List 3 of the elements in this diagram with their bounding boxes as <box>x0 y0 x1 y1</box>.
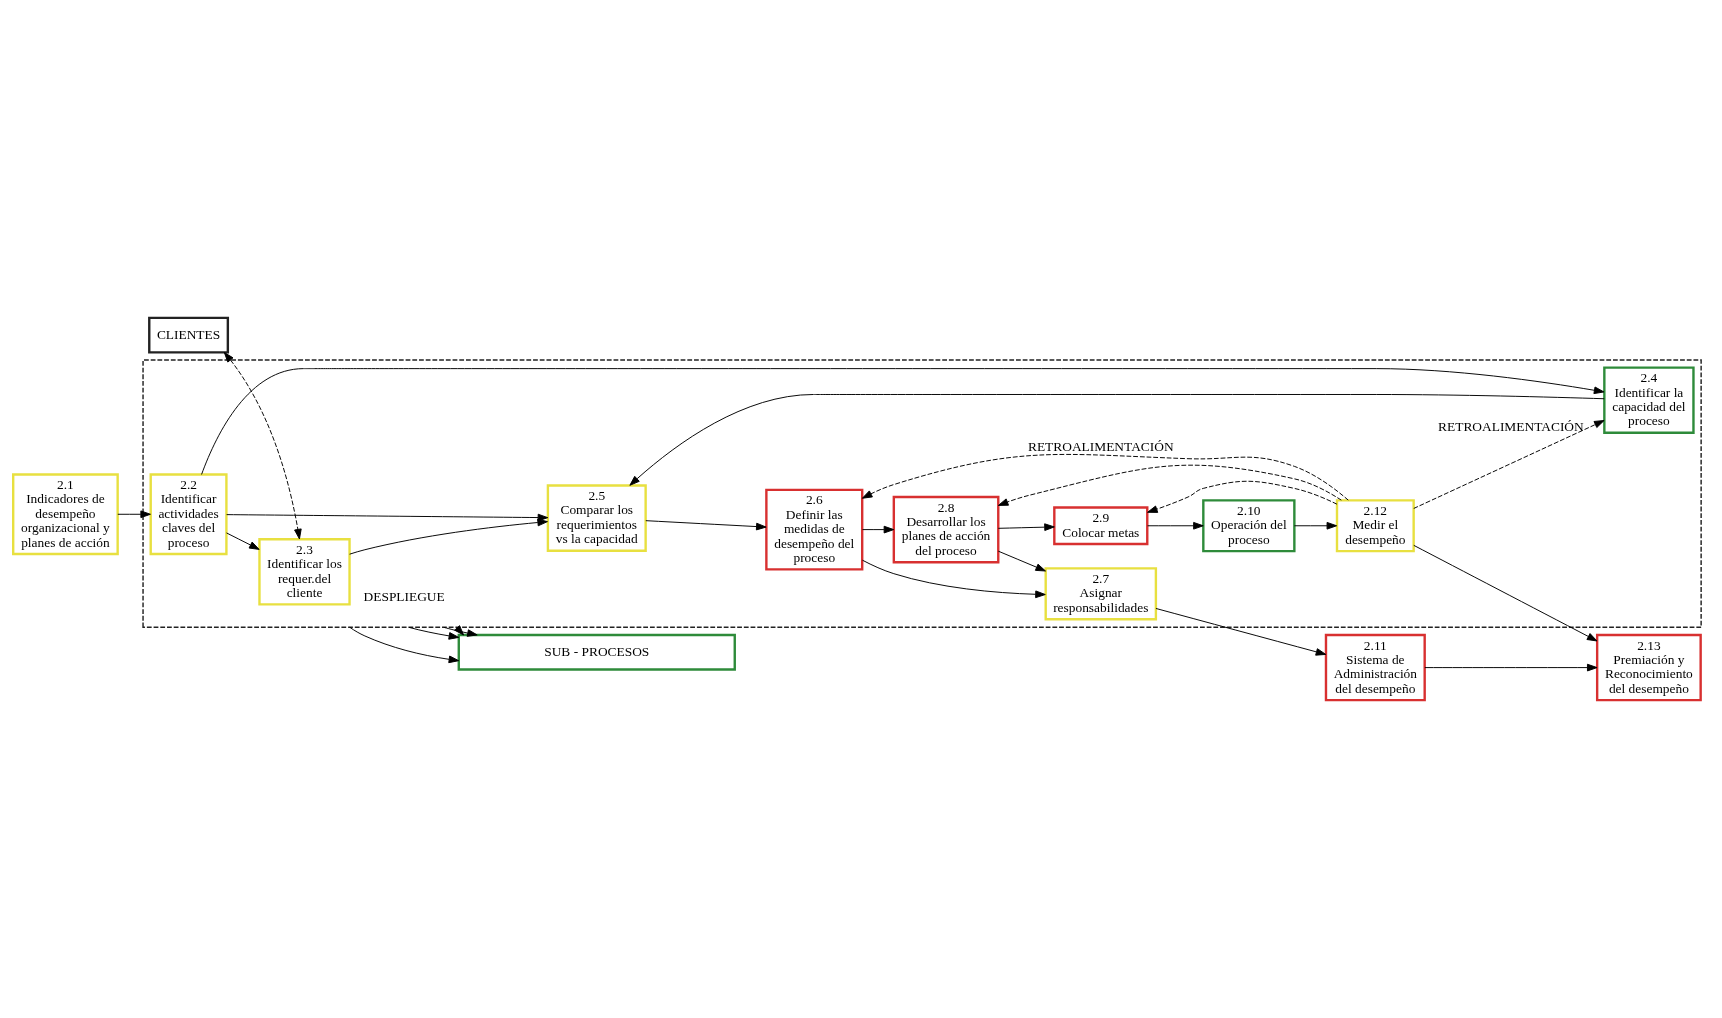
edge-label: RETROALIMENTACIÓN <box>1438 419 1584 435</box>
edge-label: DESPLIEGUE <box>363 588 445 604</box>
edge-label: RETROALIMENTACIÓN <box>1027 439 1174 455</box>
